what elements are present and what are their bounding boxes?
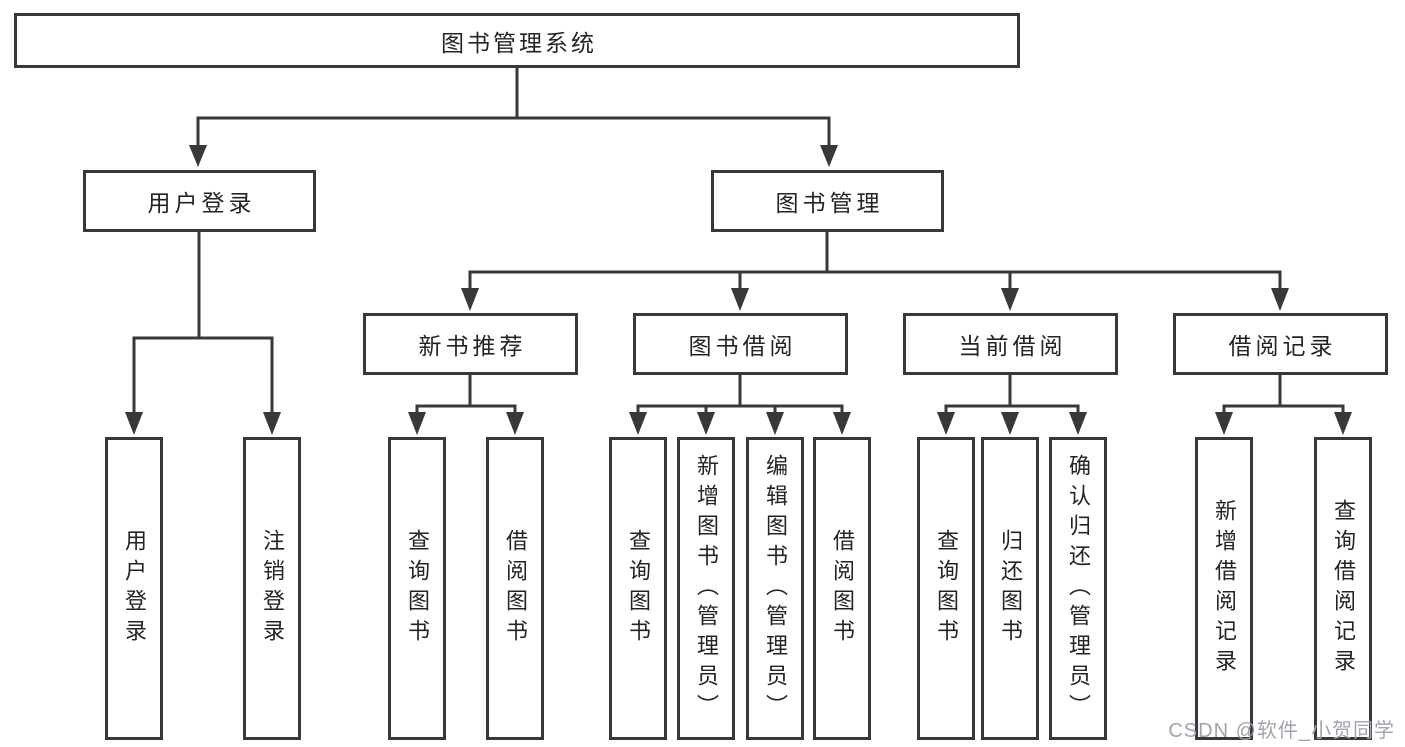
node-query-books-current: 查询图书 <box>917 437 975 740</box>
node-label: 编辑图书（管理员） <box>763 453 788 724</box>
node-label: 新增借阅记录 <box>1212 498 1237 679</box>
node-current-borrowing: 当前借阅 <box>903 313 1118 375</box>
node-query-borrow-record: 查询借阅记录 <box>1314 437 1372 740</box>
node-book-management: 图书管理 <box>711 170 944 232</box>
node-add-books-admin: 新增图书（管理员） <box>677 437 735 740</box>
node-return-books: 归还图书 <box>981 437 1039 740</box>
node-borrowing-records: 借阅记录 <box>1173 313 1388 375</box>
node-add-borrow-record: 新增借阅记录 <box>1195 437 1253 740</box>
node-confirm-return-admin: 确认归还（管理员） <box>1049 437 1107 740</box>
node-logout-leaf: 注销登录 <box>243 437 301 740</box>
node-label: 查询图书 <box>934 528 959 649</box>
node-query-books-recommend: 查询图书 <box>388 437 446 740</box>
node-label: 借阅图书 <box>830 528 855 649</box>
node-query-books-borrowing: 查询图书 <box>609 437 667 740</box>
node-new-book-recommend: 新书推荐 <box>363 313 578 375</box>
node-root-library-system: 图书管理系统 <box>14 13 1020 68</box>
node-user-login: 用户登录 <box>83 170 316 232</box>
node-label: 确认归还（管理员） <box>1066 453 1091 724</box>
node-label: 新增图书（管理员） <box>694 453 719 724</box>
node-user-login-leaf: 用户登录 <box>105 437 163 740</box>
node-borrow-books-recommend: 借阅图书 <box>486 437 544 740</box>
node-label: 查询借阅记录 <box>1331 498 1356 679</box>
node-label: 查询图书 <box>405 528 430 649</box>
node-label: 用户登录 <box>122 528 147 649</box>
node-label: 查询图书 <box>626 528 651 649</box>
node-edit-books-admin: 编辑图书（管理员） <box>746 437 804 740</box>
node-label: 借阅图书 <box>503 528 528 649</box>
node-label: 注销登录 <box>260 528 285 649</box>
watermark: CSDN @软件_小贺同学 <box>1168 720 1395 742</box>
node-book-borrowing: 图书借阅 <box>633 313 848 375</box>
node-label: 归还图书 <box>998 528 1023 649</box>
node-borrow-books: 借阅图书 <box>813 437 871 740</box>
